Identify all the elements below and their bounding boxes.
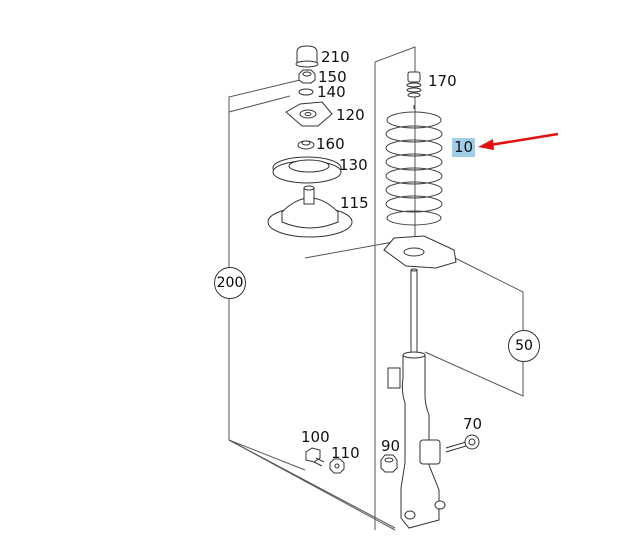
part-110-nut: [329, 458, 345, 474]
group-50-frame: [424, 257, 524, 397]
part-115-mount: [267, 185, 353, 238]
highlight-arrow: [478, 132, 559, 150]
shock-absorber-strut: [387, 268, 446, 529]
callout-160[interactable]: 160: [316, 135, 345, 153]
callout-140[interactable]: 140: [317, 83, 346, 101]
part-160-nut: [297, 140, 315, 150]
part-50-spring-seat: [383, 235, 457, 269]
part-140-washer: [298, 88, 314, 96]
part-130-bearing: [272, 156, 342, 184]
callout-210[interactable]: 210: [321, 48, 350, 66]
part-170-bumpstop: [406, 71, 422, 98]
callout-130[interactable]: 130: [339, 156, 368, 174]
callout-10-highlighted[interactable]: 10: [452, 138, 476, 157]
callout-110[interactable]: 110: [331, 444, 360, 462]
part-90-nut: [380, 454, 398, 473]
callout-200[interactable]: 200: [214, 267, 246, 299]
part-120-plate: [285, 101, 333, 127]
callout-115[interactable]: 115: [340, 194, 369, 212]
callout-70[interactable]: 70: [463, 415, 483, 433]
callout-120[interactable]: 120: [336, 106, 365, 124]
part-10-coil-spring: [385, 105, 443, 226]
part-210-cap: [295, 45, 319, 68]
callout-50[interactable]: 50: [508, 330, 540, 362]
part-70-bolt: [445, 434, 480, 453]
part-150-nut: [298, 69, 316, 84]
callout-150[interactable]: 150: [318, 68, 347, 86]
callout-90[interactable]: 90: [381, 437, 401, 455]
callout-100[interactable]: 100: [301, 428, 330, 446]
part-100-bolt: [305, 447, 325, 467]
callout-170[interactable]: 170: [428, 72, 457, 90]
